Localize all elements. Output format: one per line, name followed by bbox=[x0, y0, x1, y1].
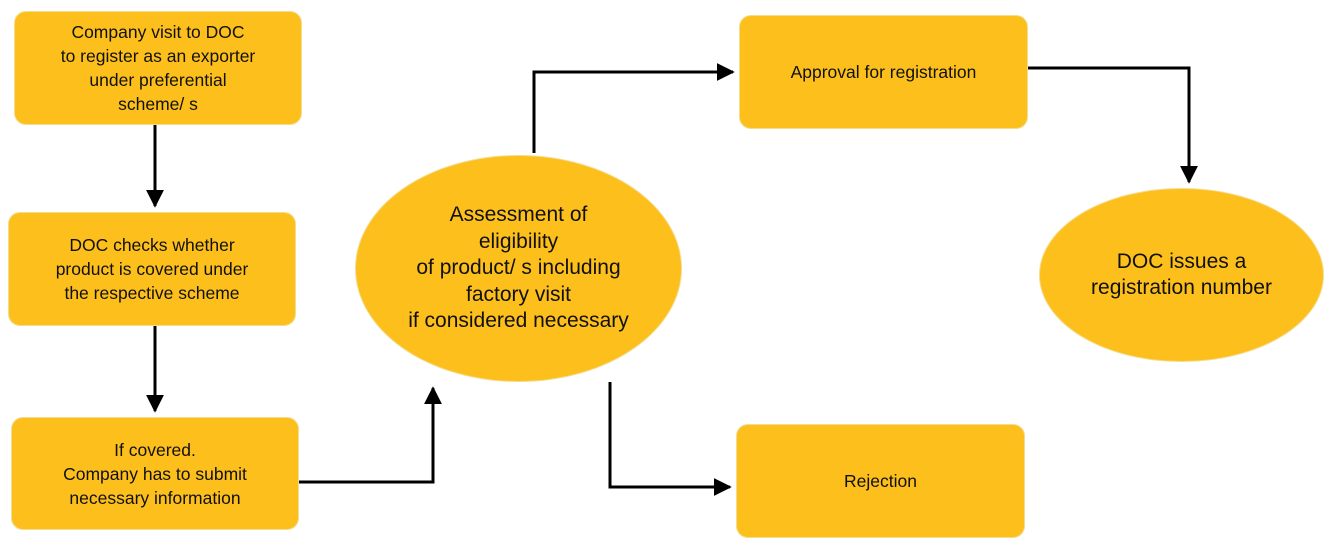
edge-assess-to-rejection bbox=[608, 382, 732, 496]
step-company-visit: Company visit to DOC to register as an e… bbox=[14, 11, 302, 125]
step-submit-information: If covered. Company has to submit necess… bbox=[11, 417, 299, 530]
step-doc-checks-product: DOC checks whether product is covered un… bbox=[8, 212, 296, 326]
edge-assess-to-approval bbox=[532, 63, 735, 153]
outcome-approval: Approval for registration bbox=[739, 15, 1028, 129]
step-issue-registration-number: DOC issues a registration number bbox=[1039, 188, 1324, 362]
edge-approval-to-issue bbox=[1028, 66, 1198, 184]
outcome-rejection: Rejection bbox=[736, 424, 1025, 538]
step-eligibility-assessment: Assessment of eligibility of product/ s … bbox=[355, 155, 682, 382]
edge-submit-to-assess bbox=[299, 386, 442, 484]
